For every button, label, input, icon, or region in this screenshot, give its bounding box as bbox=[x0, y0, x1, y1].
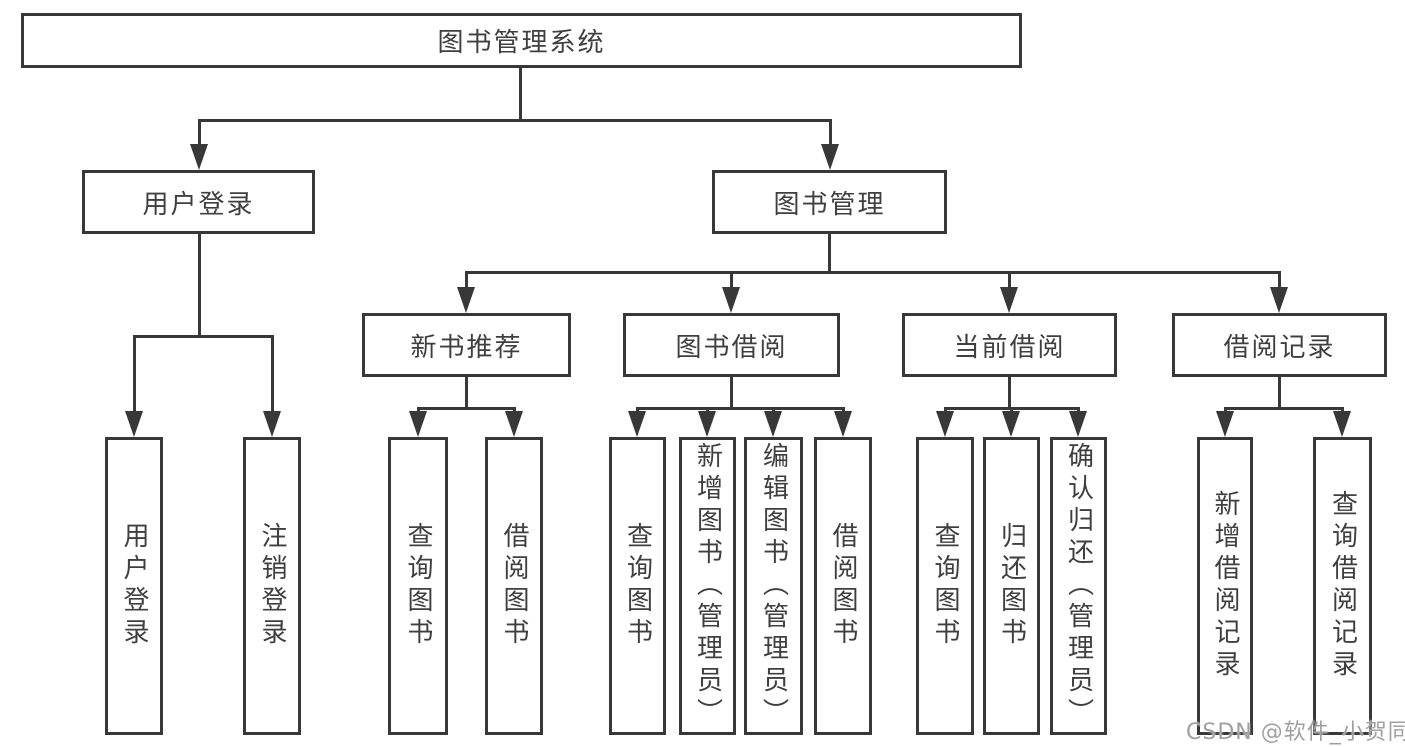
node-label: 图书管理系统 bbox=[437, 28, 606, 58]
connector-stem bbox=[1008, 377, 1011, 407]
connector-bar bbox=[636, 407, 844, 410]
connector-root-stem bbox=[518, 68, 522, 119]
leaf-label: 查询图书 bbox=[622, 522, 653, 650]
arrow-down-icon bbox=[505, 411, 523, 437]
connector-bar bbox=[416, 407, 516, 410]
node-borrowing-records: 借阅记录 bbox=[1172, 313, 1387, 377]
connector-stem bbox=[1223, 407, 1227, 414]
connector-stem bbox=[465, 271, 468, 290]
connector-stem bbox=[132, 335, 136, 414]
leaf-label: 归还图书 bbox=[996, 522, 1027, 650]
connector-stem bbox=[772, 407, 775, 414]
leaf-label: 查询借阅记录 bbox=[1327, 490, 1358, 682]
connector-stem bbox=[270, 335, 274, 414]
connector-book-mgmt-bar bbox=[465, 271, 1281, 274]
leaf-borrow-books: 借阅图书 bbox=[814, 437, 872, 735]
node-label: 当前借阅 bbox=[953, 332, 1066, 363]
arrow-down-icon bbox=[263, 411, 281, 437]
connector-stem bbox=[841, 407, 845, 414]
arrow-down-icon bbox=[834, 411, 852, 437]
leaf-query-books-recommend: 查询图书 bbox=[388, 437, 448, 735]
arrow-down-icon bbox=[1333, 411, 1351, 437]
arrow-down-icon bbox=[1270, 287, 1288, 313]
leaf-label: 借阅图书 bbox=[828, 522, 858, 650]
arrow-down-icon bbox=[722, 287, 740, 313]
connector-stem bbox=[730, 271, 733, 290]
arrow-down-icon bbox=[1069, 411, 1087, 437]
node-current-borrowing: 当前借阅 bbox=[902, 313, 1117, 377]
node-label: 图书借阅 bbox=[675, 332, 788, 363]
arrow-down-icon bbox=[409, 411, 427, 437]
node-book-management: 图书管理 bbox=[712, 170, 947, 234]
leaf-borrow-books-recommend: 借阅图书 bbox=[485, 437, 543, 735]
node-library-management-system: 图书管理系统 bbox=[21, 13, 1022, 68]
node-user-login: 用户登录 bbox=[82, 170, 315, 234]
leaf-edit-book-admin: 编辑图书（管理员） bbox=[744, 437, 803, 735]
arrow-down-icon bbox=[698, 411, 716, 437]
connector-root-bar bbox=[197, 119, 832, 122]
leaf-query-books-current: 查询图书 bbox=[916, 437, 974, 735]
connector-user-login-bar bbox=[132, 335, 274, 338]
connector-stem bbox=[730, 377, 733, 407]
arrow-down-icon bbox=[1000, 287, 1018, 313]
arrow-down-icon bbox=[125, 411, 143, 437]
connector-stem bbox=[1341, 407, 1344, 414]
node-label: 新书推荐 bbox=[410, 332, 523, 363]
watermark: CSDN @软件_小贺同学 bbox=[1186, 720, 1405, 745]
node-label: 用户登录 bbox=[142, 189, 255, 220]
connector-stem bbox=[197, 119, 201, 147]
connector-stem bbox=[1077, 407, 1080, 414]
leaf-label: 查询图书 bbox=[930, 522, 960, 650]
connector-stem bbox=[1010, 407, 1013, 414]
leaf-label: 查询图书 bbox=[403, 522, 433, 650]
leaf-add-book-admin: 新增图书（管理员） bbox=[679, 437, 736, 735]
leaf-label: 注销登录 bbox=[257, 522, 287, 650]
leaf-user-login: 用户登录 bbox=[105, 437, 163, 735]
arrow-down-icon bbox=[764, 411, 782, 437]
leaf-add-borrow-record: 新增借阅记录 bbox=[1197, 437, 1253, 735]
arrow-down-icon bbox=[821, 144, 839, 170]
node-new-book-recommend: 新书推荐 bbox=[362, 313, 571, 377]
arrow-down-icon bbox=[457, 287, 475, 313]
connector-stem bbox=[1278, 271, 1281, 290]
connector-bar bbox=[1223, 407, 1344, 410]
leaf-logout: 注销登录 bbox=[243, 437, 301, 735]
connector-stem bbox=[706, 407, 709, 414]
connector-stem bbox=[465, 377, 468, 407]
leaf-query-borrow-record: 查询借阅记录 bbox=[1313, 437, 1372, 735]
node-book-borrowing: 图书借阅 bbox=[623, 313, 840, 377]
leaf-label: 新增借阅记录 bbox=[1210, 490, 1240, 682]
leaf-label: 新增图书（管理员） bbox=[692, 442, 723, 730]
connector-stem bbox=[1278, 377, 1281, 407]
connector-stem bbox=[828, 119, 832, 147]
connector-stem bbox=[943, 407, 947, 414]
leaf-label: 借阅图书 bbox=[499, 522, 529, 650]
connector-stem bbox=[512, 407, 516, 414]
leaf-return-book: 归还图书 bbox=[983, 437, 1040, 735]
connector-stem bbox=[1008, 271, 1011, 290]
connector-stem bbox=[416, 407, 420, 414]
connector-book-mgmt-stem bbox=[828, 234, 831, 271]
leaf-label: 确认归还（管理员） bbox=[1063, 442, 1094, 730]
node-label: 借阅记录 bbox=[1223, 332, 1336, 363]
leaf-query-books-borrow: 查询图书 bbox=[609, 437, 666, 735]
leaf-label: 用户登录 bbox=[119, 522, 149, 650]
leaf-label: 编辑图书（管理员） bbox=[758, 442, 789, 730]
connector-user-login-stem bbox=[197, 234, 201, 335]
arrow-down-icon bbox=[936, 411, 954, 437]
arrow-down-icon bbox=[1216, 411, 1234, 437]
leaf-confirm-return-admin: 确认归还（管理员） bbox=[1050, 437, 1107, 735]
arrow-down-icon bbox=[628, 411, 646, 437]
arrow-down-icon bbox=[1002, 411, 1020, 437]
node-label: 图书管理 bbox=[773, 189, 886, 220]
connector-stem bbox=[636, 407, 639, 414]
arrow-down-icon bbox=[190, 144, 208, 170]
